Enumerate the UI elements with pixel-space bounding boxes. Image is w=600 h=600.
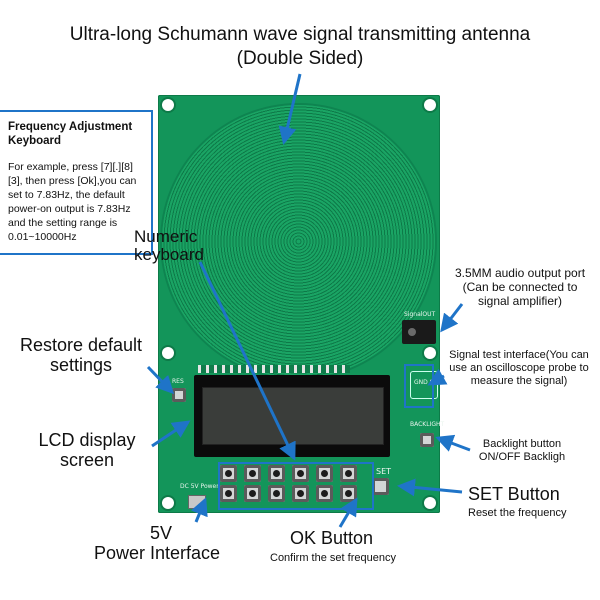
restore-default-label: Restore default settings — [19, 335, 143, 375]
title-arrow — [278, 73, 302, 145]
backlight-silk: BACKLIGHT — [410, 421, 445, 428]
signal-test-highlight — [404, 364, 434, 408]
restore-default-button[interactable] — [172, 388, 186, 402]
numeric-keyboard-label: Numeric keyboard — [134, 227, 204, 264]
keypad-key[interactable] — [316, 465, 333, 482]
keypad-key[interactable] — [292, 465, 309, 482]
callout-title: Frequency Adjustment Keyboard — [8, 121, 133, 147]
numeric-keypad — [220, 463, 378, 503]
backlight-arrow — [435, 434, 471, 452]
keypad-key[interactable] — [244, 485, 261, 502]
res-silk-label: RES — [172, 378, 184, 385]
keypad-key[interactable] — [220, 465, 237, 482]
lcd-display-label: LCD display screen — [38, 430, 136, 470]
backlight-button[interactable] — [420, 433, 434, 447]
callout-body: For example, press [7][.][8][3], then pr… — [8, 161, 137, 243]
signal-out-silk: SignalOUT — [404, 311, 436, 318]
mount-hole — [162, 497, 174, 509]
backlight-button-label: Backlight button ON/OFF Backligh — [478, 438, 566, 463]
pcb-board: RES SET DC 5V Power SignalOUT GND SIN BA… — [158, 95, 444, 513]
frequency-keyboard-callout: Frequency Adjustment Keyboard For exampl… — [0, 110, 153, 255]
mount-hole — [424, 347, 436, 359]
keypad-highlight — [218, 462, 374, 510]
power-silk-label: DC 5V Power — [180, 483, 219, 490]
keypad-key[interactable] — [220, 485, 237, 502]
set-silk-label: SET — [376, 467, 392, 476]
lcd-pin-header — [198, 365, 350, 373]
restore-arrow — [146, 365, 175, 395]
audio-jack[interactable] — [402, 320, 436, 344]
mount-hole — [162, 99, 174, 111]
power-arrow — [190, 497, 208, 523]
lcd-arrow — [151, 420, 191, 448]
mount-hole — [162, 347, 174, 359]
keypad-key[interactable] — [316, 485, 333, 502]
keyboard-arrow — [198, 261, 296, 461]
set-button-label: SET Button — [468, 484, 560, 504]
ok-button-label: OK Button — [290, 528, 374, 548]
lcd-glass — [202, 387, 384, 445]
signal-arrow — [427, 368, 448, 386]
power-interface-label-line1: 5V — [150, 523, 173, 543]
ok-arrow — [338, 497, 358, 528]
audio-arrow — [440, 303, 464, 333]
keypad-key[interactable] — [244, 465, 261, 482]
power-interface-label-line2: Power Interface — [94, 543, 221, 563]
mount-hole — [424, 497, 436, 509]
keypad-key[interactable] — [292, 485, 309, 502]
audio-port-label: 3.5MM audio output port (Can be connecte… — [454, 266, 586, 308]
keypad-key[interactable] — [340, 465, 357, 482]
set-button-sublabel: Reset the frequency — [468, 507, 567, 519]
signal-test-label: Signal test interface(You can use an osc… — [449, 349, 589, 387]
keypad-key[interactable] — [268, 465, 285, 482]
mount-hole — [424, 99, 436, 111]
spiral-antenna-coil — [162, 105, 435, 378]
page-title: Ultra-long Schumann wave signal transmit… — [69, 24, 531, 45]
ok-button-sublabel: Confirm the set frequency — [270, 552, 396, 564]
page-subtitle: (Double Sided) — [236, 48, 364, 69]
gnd-sin-silk: GND SIN — [414, 379, 440, 386]
set-button[interactable] — [372, 478, 389, 495]
set-arrow — [397, 478, 463, 497]
keypad-key[interactable] — [268, 485, 285, 502]
